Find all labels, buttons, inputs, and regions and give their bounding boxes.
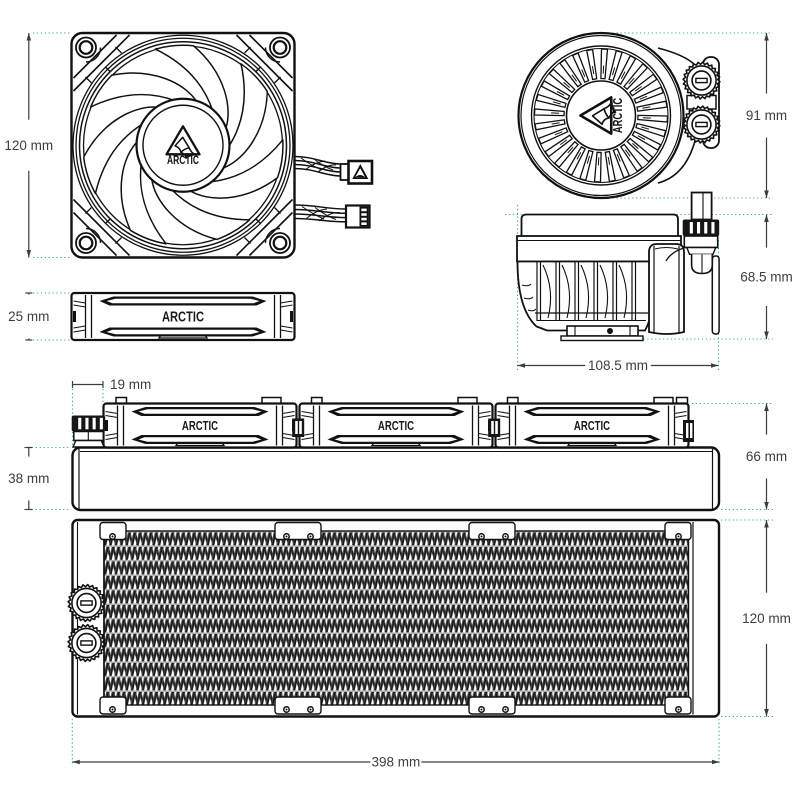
- svg-text:ARCTIC: ARCTIC: [167, 155, 199, 167]
- svg-text:66 mm: 66 mm: [746, 449, 787, 464]
- svg-text:398 mm: 398 mm: [372, 755, 421, 770]
- svg-text:91 mm: 91 mm: [746, 108, 787, 123]
- svg-text:19 mm: 19 mm: [110, 377, 151, 392]
- svg-text:ARCTIC: ARCTIC: [574, 419, 610, 433]
- svg-text:ARCTIC: ARCTIC: [378, 419, 414, 433]
- svg-text:120 mm: 120 mm: [4, 138, 53, 153]
- svg-text:38 mm: 38 mm: [8, 471, 49, 486]
- svg-text:108.5 mm: 108.5 mm: [588, 358, 648, 373]
- svg-text:ARCTIC: ARCTIC: [162, 310, 204, 326]
- svg-text:120 mm: 120 mm: [742, 611, 791, 626]
- svg-text:68.5 mm: 68.5 mm: [740, 270, 793, 285]
- svg-text:25 mm: 25 mm: [8, 309, 49, 324]
- svg-text:ARCTIC: ARCTIC: [182, 419, 218, 433]
- svg-text:ARCTIC: ARCTIC: [611, 98, 625, 133]
